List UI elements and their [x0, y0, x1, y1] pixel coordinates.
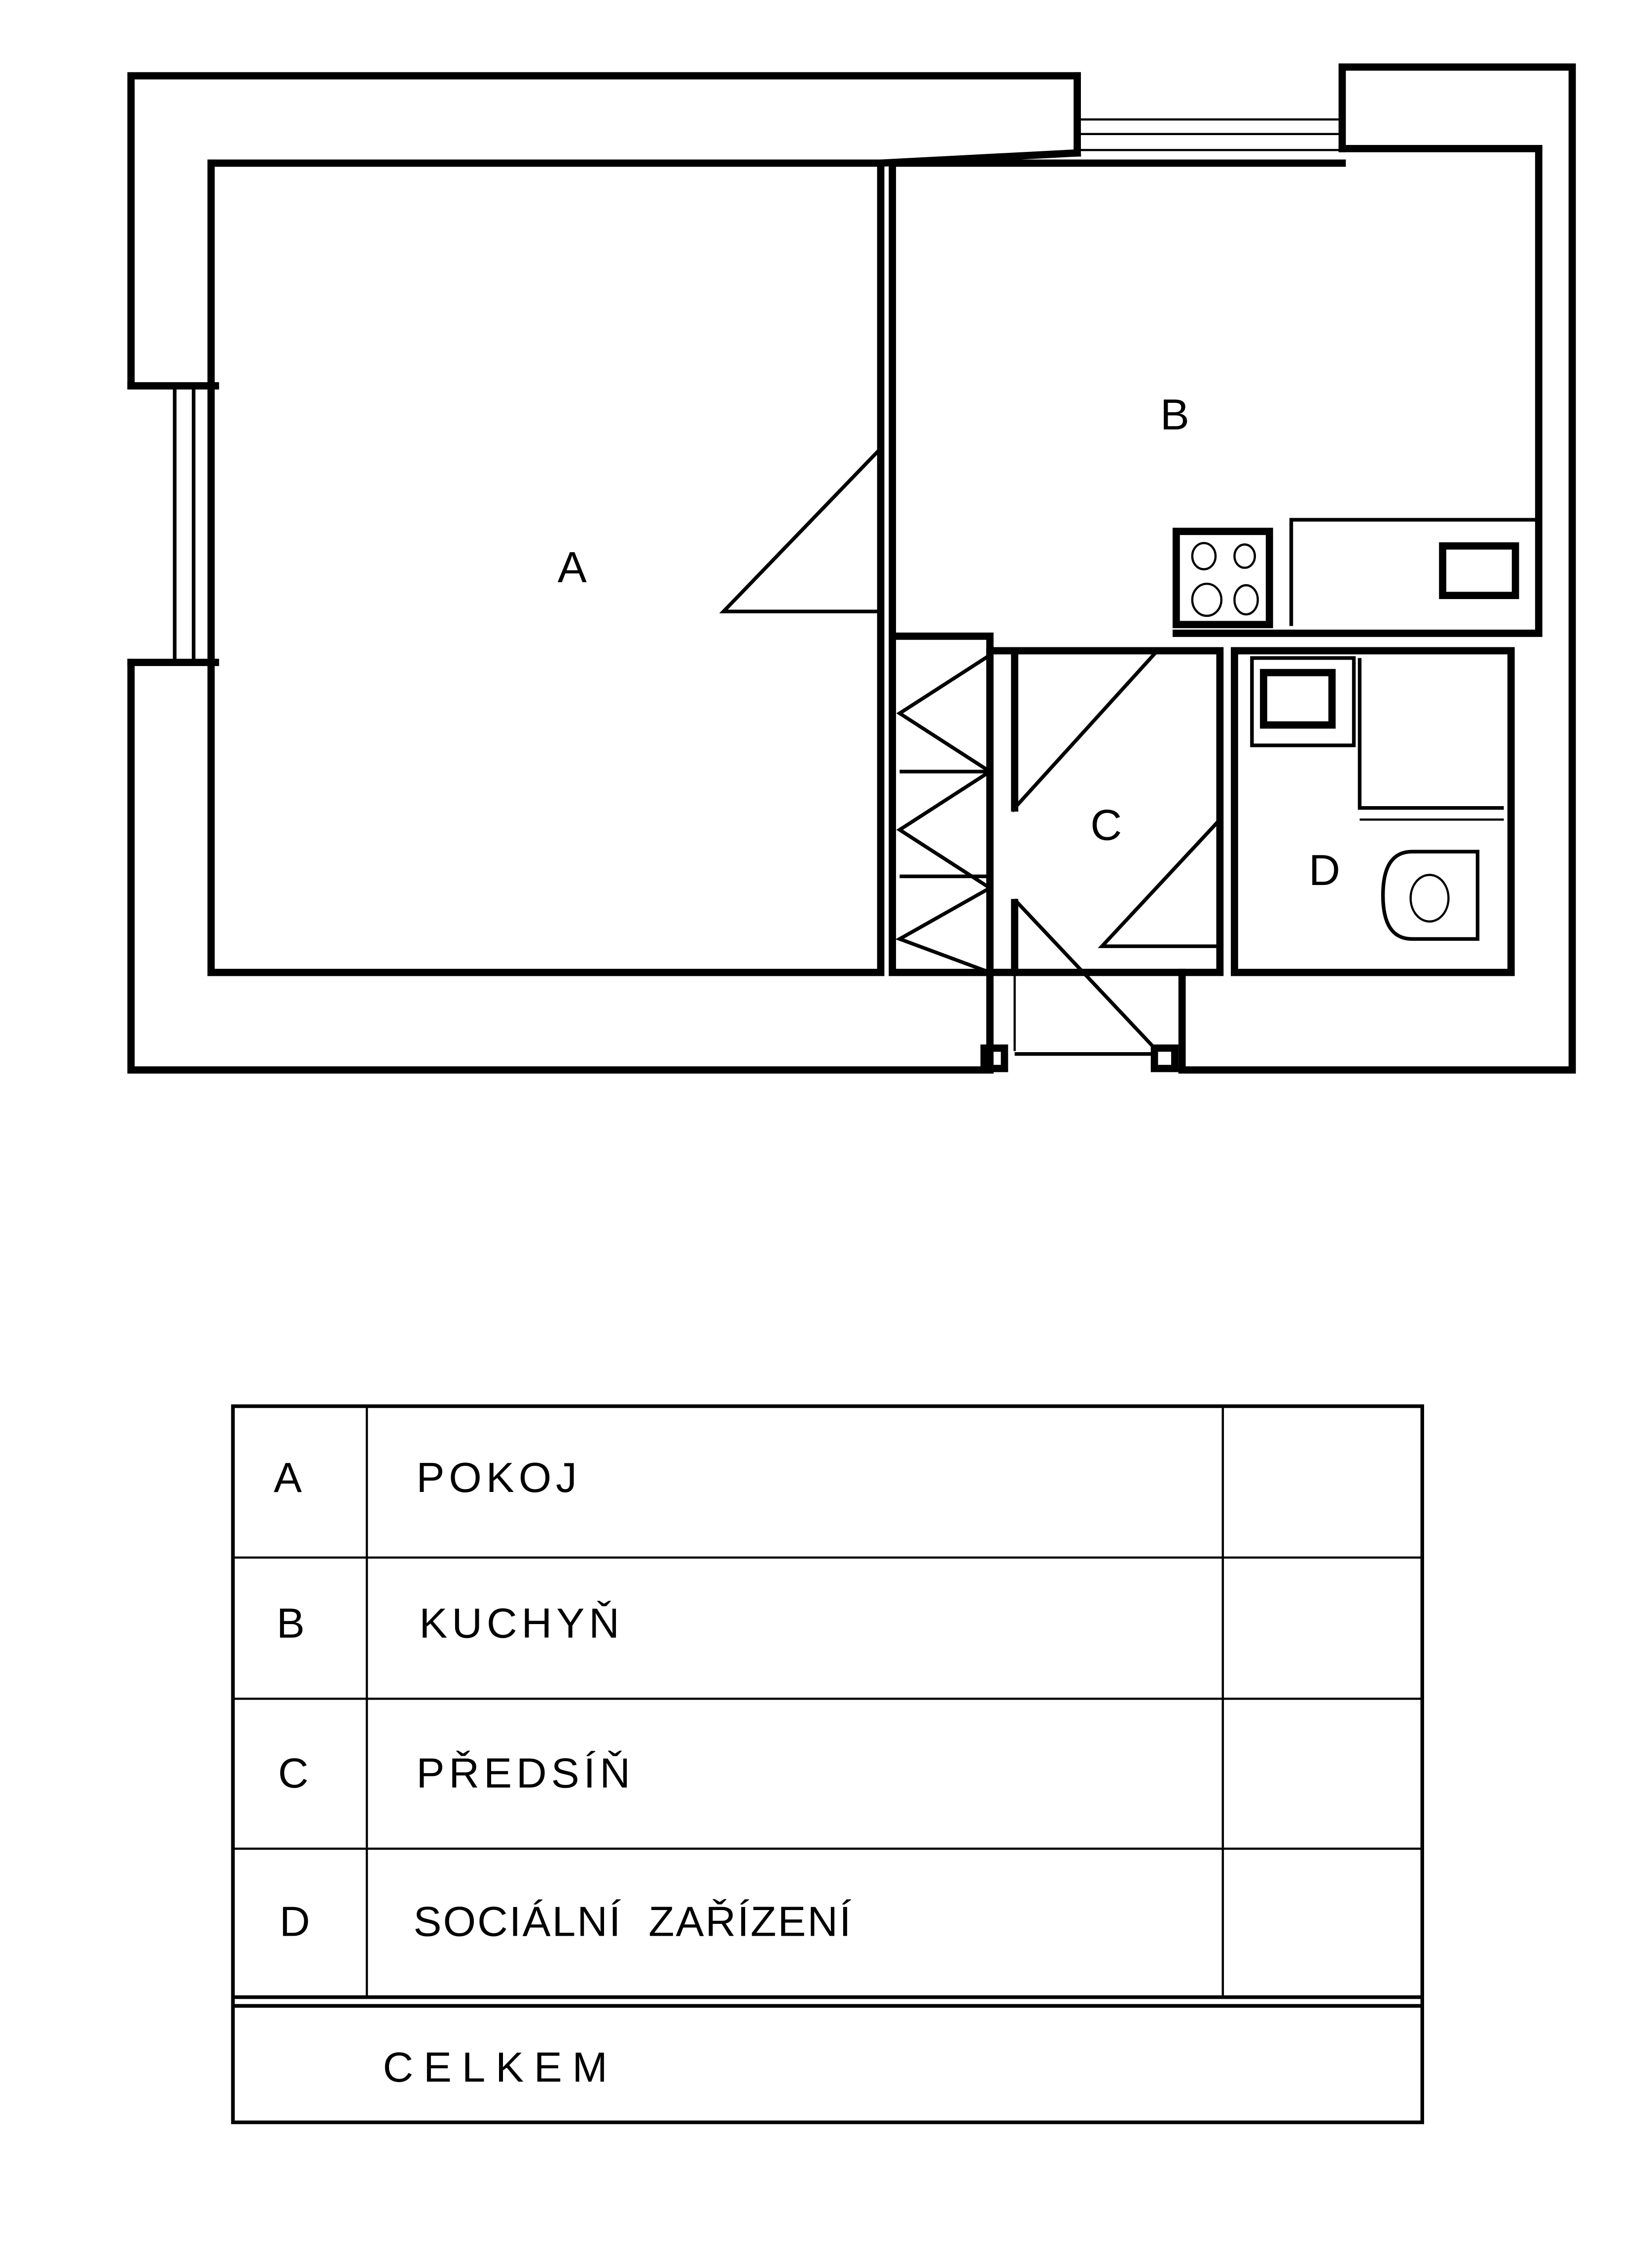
- room-d: [1231, 647, 1515, 976]
- window-left: [127, 382, 219, 666]
- legend-name: KUCHYŇ: [419, 1599, 624, 1647]
- room-b: [889, 159, 1346, 633]
- room-a: [207, 159, 885, 976]
- floor-plan: A B C D: [127, 63, 1576, 1074]
- room-label-d: D: [1309, 846, 1340, 894]
- door-swing-a-b[interactable]: [719, 444, 883, 613]
- wardrobe-doors-icon: [895, 653, 994, 974]
- door-swing-c-d[interactable]: [1098, 818, 1221, 948]
- outer-wall: [1178, 63, 1576, 1074]
- legend-code: B: [277, 1599, 309, 1647]
- window-top: [1077, 118, 1342, 151]
- room-b: [1173, 144, 1542, 637]
- room-label-a: A: [558, 543, 587, 592]
- room-label-b: B: [1160, 390, 1189, 439]
- toilet-icon: [1381, 850, 1480, 941]
- washing-machine-icon: [1250, 656, 1356, 747]
- legend-code: A: [274, 1454, 306, 1501]
- door-swing-c-b[interactable]: [1013, 649, 1162, 813]
- outer-wall: [127, 72, 1081, 390]
- outer-wall: [127, 659, 994, 1074]
- room-legend-table: A POKOJ B KUCHYŇ C PŘEDSÍŇ D SOCIÁLNÍ ZA…: [231, 1404, 1425, 2125]
- legend-name: POKOJ: [416, 1454, 581, 1501]
- wardrobe: [889, 632, 994, 976]
- door-swing-entrance[interactable]: [1013, 898, 1159, 1053]
- legend-code: C: [278, 1750, 313, 1797]
- stove-icon: [1173, 528, 1273, 629]
- legend-name: SOCIÁLNÍ ZAŘÍZENÍ: [413, 1898, 852, 1946]
- kitchen-counter-sink-icon: [1289, 518, 1539, 626]
- legend-code: D: [280, 1898, 315, 1946]
- legend-name: PŘEDSÍŇ: [416, 1750, 635, 1797]
- legend-total-label: CELKEM: [383, 2044, 617, 2091]
- bathtub-icon: [1358, 658, 1504, 821]
- room-label-c: C: [1090, 801, 1122, 850]
